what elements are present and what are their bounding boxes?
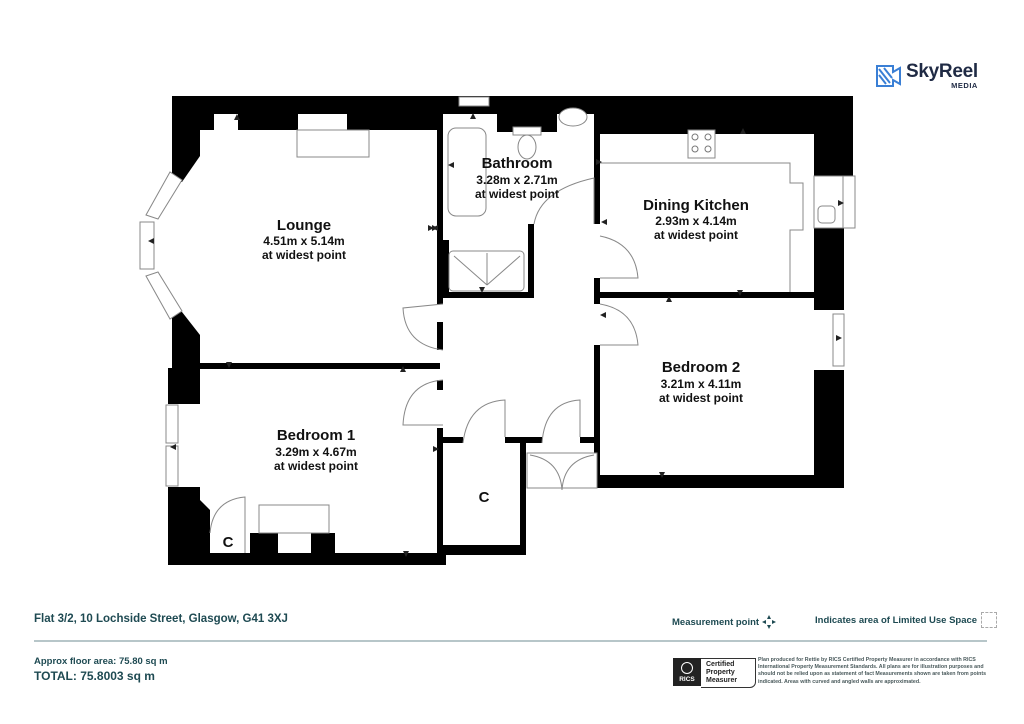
hob bbox=[687, 129, 716, 159]
limited-use-swatch-icon bbox=[981, 612, 998, 628]
brand-logo: SkyReel MEDIA bbox=[876, 62, 978, 90]
svg-text:3.29m x 4.67m: 3.29m x 4.67m bbox=[275, 445, 356, 459]
rics-certification-badge: RICS Certified Property Measurer bbox=[673, 658, 756, 688]
lounge-fireplace-hearth bbox=[296, 129, 370, 158]
rics-cert-line: Property bbox=[706, 669, 735, 676]
footer-divider bbox=[34, 640, 987, 642]
svg-text:at widest point: at widest point bbox=[475, 187, 559, 201]
approx-floor-area: Approx floor area: 75.80 sq m bbox=[34, 656, 168, 667]
legend-limited-label: Indicates area of Limited Use Space bbox=[815, 614, 978, 626]
svg-text:at widest point: at widest point bbox=[274, 459, 358, 473]
fixtures bbox=[258, 107, 844, 534]
svg-text:at widest point: at widest point bbox=[262, 248, 346, 262]
room-label-bedroom2: Bedroom 2 3.21m x 4.11m at widest point bbox=[659, 359, 743, 405]
svg-text:2.93m x 4.14m: 2.93m x 4.14m bbox=[655, 214, 736, 228]
room-label-bedroom1: Bedroom 1 3.29m x 4.67m at widest point bbox=[274, 427, 358, 473]
walls bbox=[168, 96, 853, 565]
legend-limited-use-space: Indicates area of Limited Use Space bbox=[815, 612, 998, 628]
rics-cert-line: Certified bbox=[706, 661, 735, 668]
svg-text:Bathroom: Bathroom bbox=[482, 155, 553, 172]
brand-subtitle: MEDIA bbox=[951, 81, 978, 90]
measurement-markers bbox=[148, 113, 844, 557]
brand-name: SkyReel bbox=[906, 61, 978, 82]
kitchen-worktop bbox=[600, 162, 804, 292]
disclaimer-text: Plan produced for Rettie by RICS Certifi… bbox=[758, 657, 987, 685]
closet-label-bedroom1: C bbox=[223, 534, 234, 551]
hall-store-cupboard bbox=[526, 452, 598, 489]
legend-measurement-label: Measurement point bbox=[672, 616, 760, 628]
rics-label: RICS bbox=[679, 676, 695, 683]
doors bbox=[209, 177, 639, 553]
svg-text:Dining Kitchen: Dining Kitchen bbox=[643, 197, 749, 214]
floor-area-summary: Approx floor area: 75.80 sq m TOTAL: 75.… bbox=[34, 656, 168, 683]
bedroom1-fireplace bbox=[258, 504, 330, 534]
room-label-lounge: Lounge 4.51m x 5.14m at widest point bbox=[262, 217, 346, 262]
rics-cert-text: Certified Property Measurer bbox=[701, 658, 756, 688]
svg-text:at widest point: at widest point bbox=[654, 228, 738, 242]
closet-label-hall: C bbox=[479, 489, 490, 506]
rics-cert-line: Measurer bbox=[706, 677, 738, 684]
total-floor-area: TOTAL: 75.8003 sq m bbox=[34, 669, 155, 683]
svg-text:Bedroom 1: Bedroom 1 bbox=[277, 427, 355, 444]
bathroom-sink bbox=[558, 107, 588, 127]
toilet bbox=[517, 134, 537, 160]
svg-text:at widest point: at widest point bbox=[659, 391, 743, 405]
room-label-dining-kitchen: Dining Kitchen 2.93m x 4.14m at widest p… bbox=[643, 197, 749, 242]
svg-text:4.51m x 5.14m: 4.51m x 5.14m bbox=[263, 234, 344, 248]
toilet-cistern bbox=[512, 126, 542, 136]
rics-logo: RICS bbox=[673, 658, 701, 686]
svg-text:Lounge: Lounge bbox=[277, 217, 331, 234]
legend-measurement-point: Measurement point bbox=[672, 615, 777, 629]
property-address: Flat 3/2, 10 Lochside Street, Glasgow, G… bbox=[34, 613, 288, 625]
floorplan: Lounge 4.51m x 5.14m at widest point Bat… bbox=[139, 96, 856, 565]
bathtub bbox=[447, 127, 487, 217]
windows bbox=[139, 96, 856, 487]
measurement-point-icon bbox=[762, 615, 777, 629]
svg-text:Bedroom 2: Bedroom 2 bbox=[662, 359, 740, 376]
rics-crest-icon bbox=[681, 662, 693, 674]
skyreel-logo-icon bbox=[876, 64, 901, 87]
svg-text:3.21m x 4.11m: 3.21m x 4.11m bbox=[661, 377, 742, 391]
room-label-bathroom: Bathroom 3.28m x 2.71m at widest point bbox=[475, 155, 559, 201]
svg-text:3.28m x 2.71m: 3.28m x 2.71m bbox=[476, 173, 557, 187]
